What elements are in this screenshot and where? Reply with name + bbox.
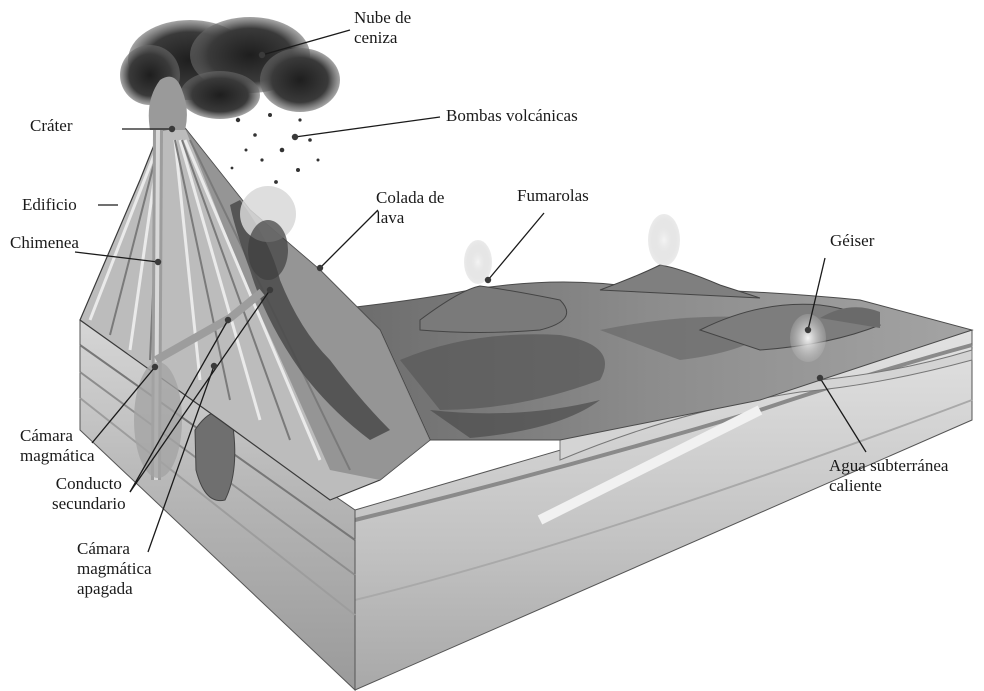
label-edificio: Edificio (22, 195, 77, 215)
label-conducto-secundario: Conducto secundario (52, 474, 126, 514)
label-bombas-volcanicas: Bombas volcánicas (446, 106, 578, 126)
label-camara-magmatica: Cámara magmática (20, 426, 95, 466)
label-camara-magmatica-apagada: Cámara magmática apagada (77, 539, 152, 599)
lava-smoke (248, 220, 288, 280)
volcanic-bombs (231, 113, 320, 184)
label-crater: Cráter (30, 116, 72, 136)
label-nube-de-ceniza: Nube de ceniza (354, 8, 411, 48)
label-colada-de-lava: Colada de lava (376, 188, 444, 228)
label-fumarolas: Fumarolas (517, 186, 589, 206)
geyser-steam (790, 314, 826, 362)
distant-volcano-plume (648, 214, 680, 266)
label-agua-subterranea-caliente: Agua subterránea caliente (829, 456, 948, 496)
label-chimenea: Chimenea (10, 233, 79, 253)
magma-chamber (134, 362, 182, 478)
label-geiser: Géiser (830, 231, 874, 251)
